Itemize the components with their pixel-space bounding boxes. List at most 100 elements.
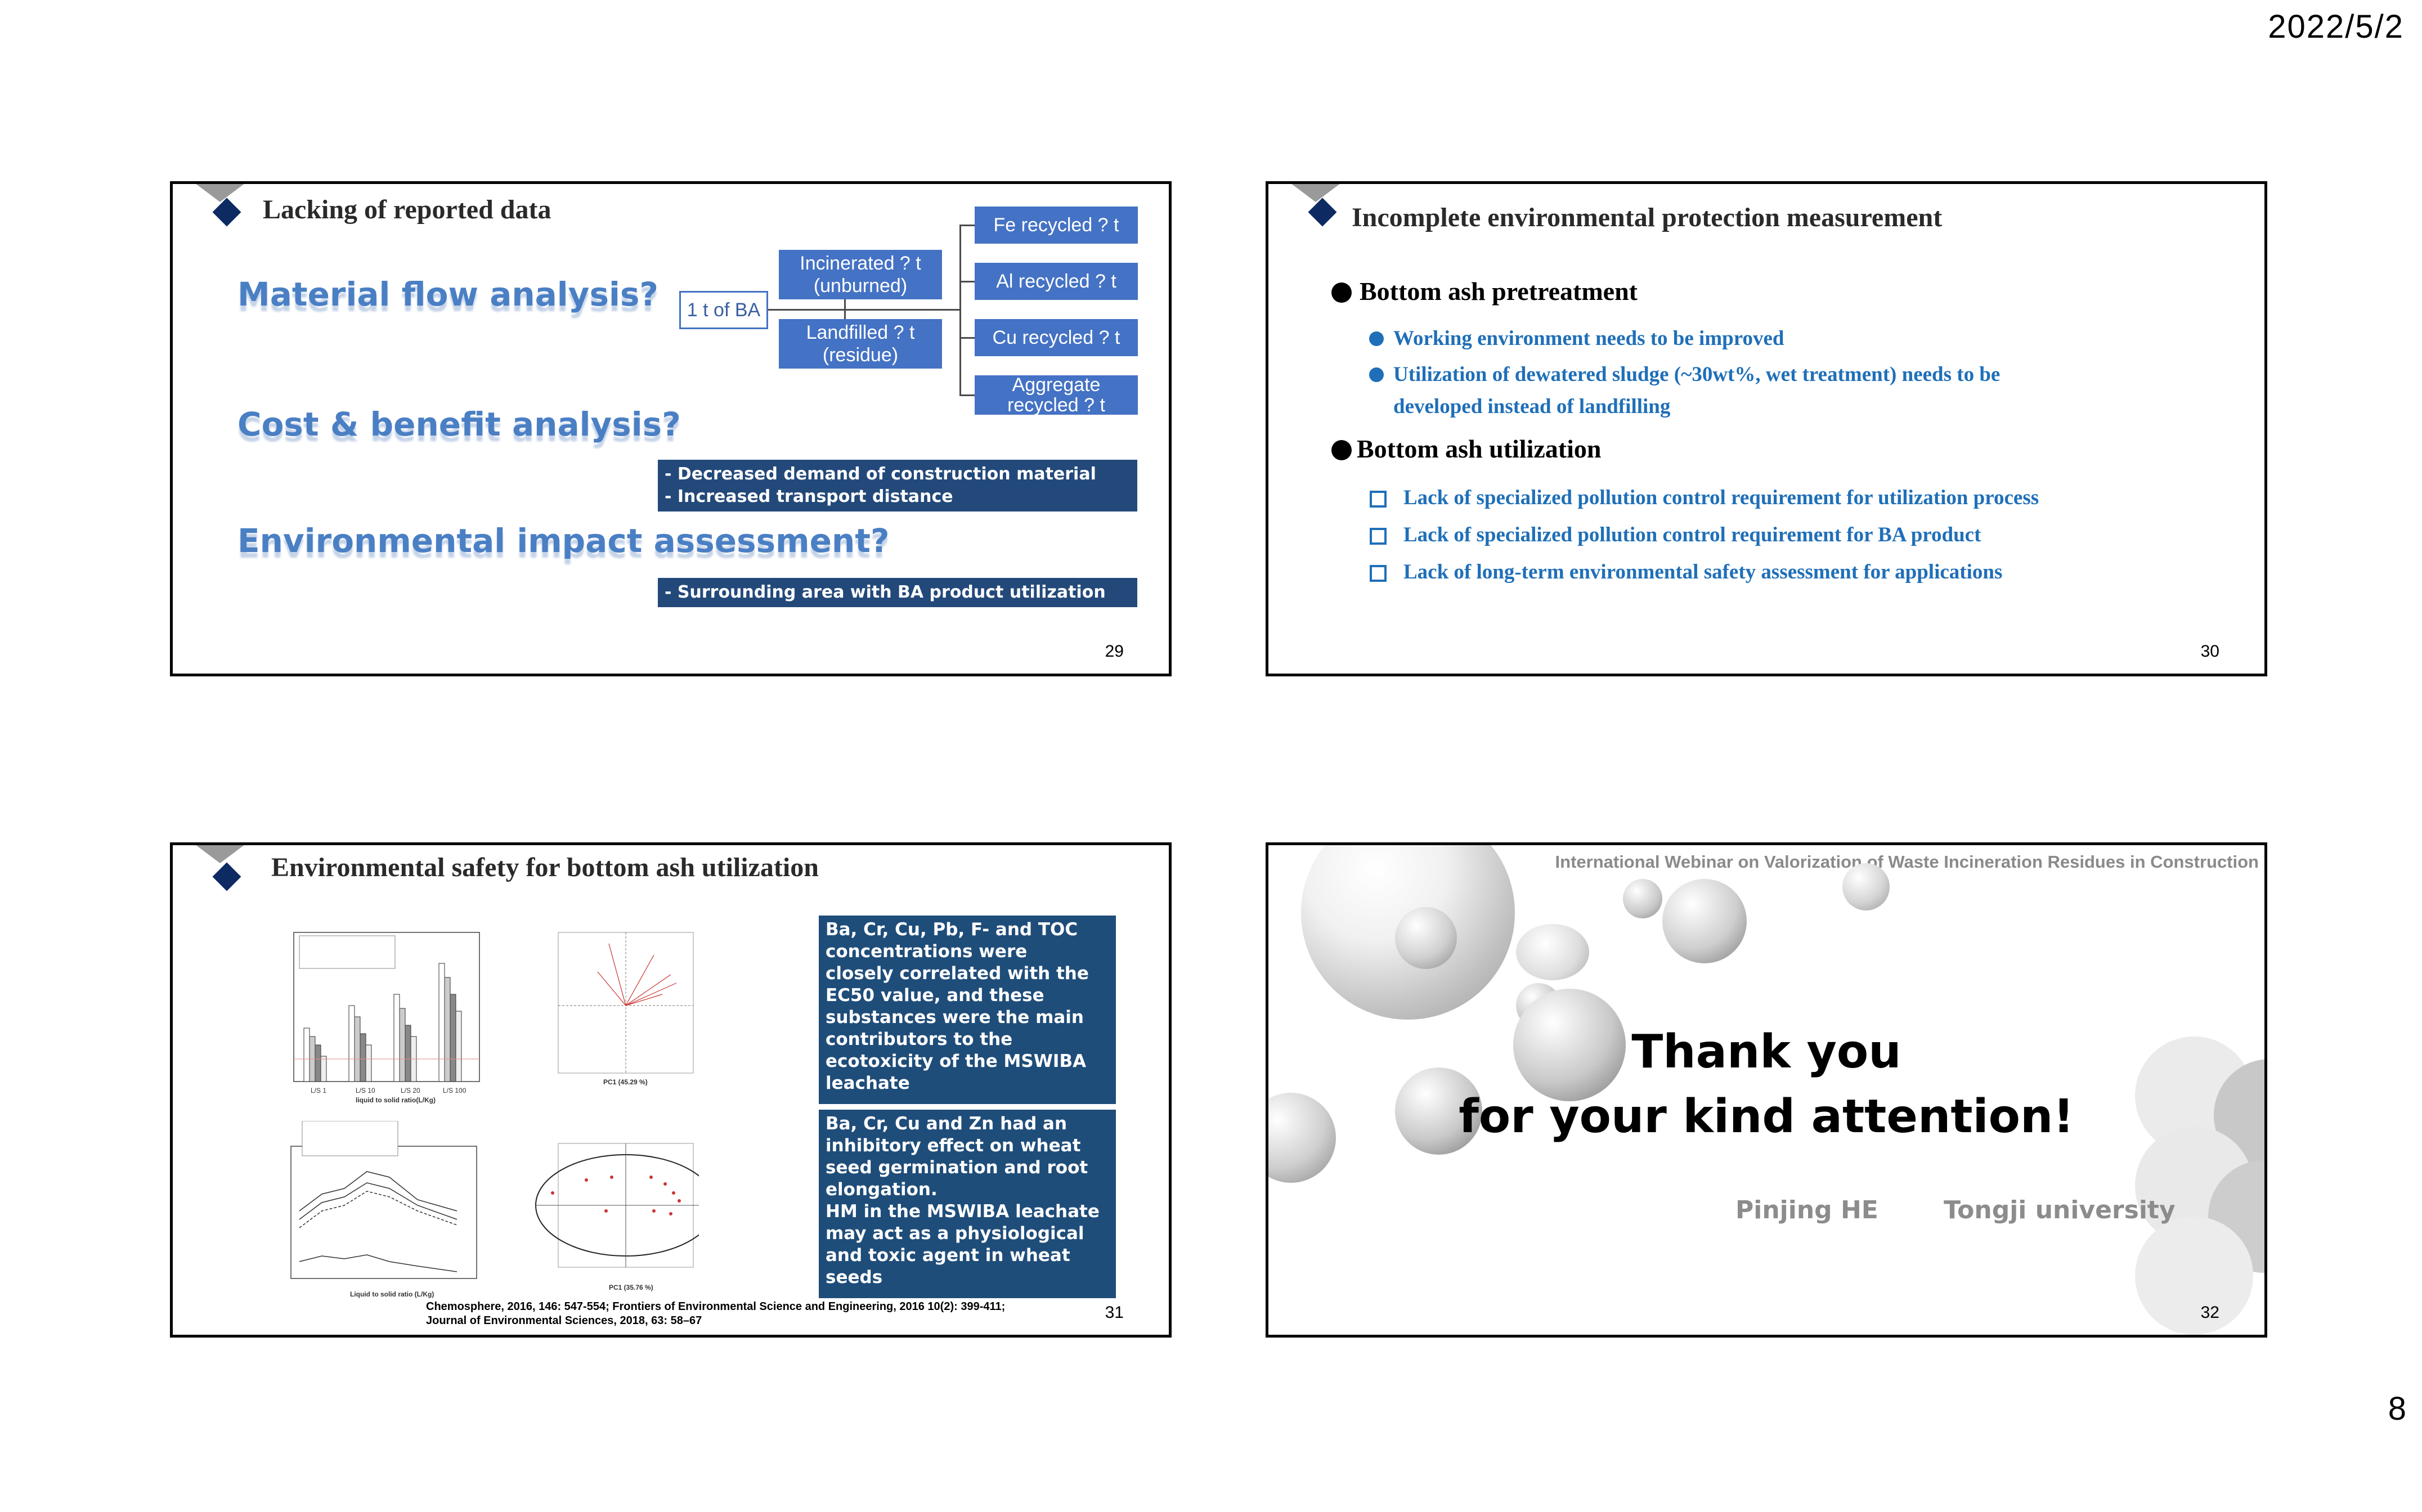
panel-line: leachate — [826, 1073, 910, 1093]
connector-line — [959, 225, 961, 395]
incinerated-label: Incinerated ? t — [800, 253, 921, 274]
reference-line: Journal of Environmental Sciences, 2018,… — [426, 1314, 702, 1327]
bullet-pretreatment: Bottom ash pretreatment — [1360, 277, 1638, 306]
connector-line — [959, 225, 975, 226]
presenter-university: Tongji university — [1944, 1196, 2176, 1224]
bullet-dot-icon — [1331, 440, 1352, 460]
panel-line: and toxic agent in wheat — [826, 1245, 1070, 1266]
panel-line: Ba, Cr, Cu and Zn had an — [826, 1114, 1068, 1134]
ecotoxicity-bar-chart: L/S 1 L/S 10 L/S 20 L/S 100 liquid to so… — [293, 932, 694, 1104]
sub-bullet-working-env: Working environment needs to be improved — [1393, 327, 1784, 350]
pearl-bubble-decoration — [1395, 1067, 1482, 1155]
connector-line — [959, 394, 975, 396]
line-x-axis-label: Liquid to solid ratio (L/Kg) — [350, 1290, 434, 1298]
slide-32[interactable]: International Webinar on Valorization of… — [1266, 842, 2267, 1338]
germination-line-chart: Liquid to solid ratio (L/Kg) PC1 (35.76 … — [290, 1121, 699, 1298]
slide-30[interactable]: Incomplete environmental protection meas… — [1266, 181, 2267, 676]
panel-line: contributors to the — [826, 1029, 1013, 1049]
panel-line: HM in the MSWIBA leachate — [826, 1201, 1100, 1222]
pearl-bubble-decoration — [1842, 863, 1890, 910]
connector-line — [768, 309, 961, 311]
slide-31[interactable]: Environmental safety for bottom ash util… — [170, 842, 1172, 1338]
title-triangle-decoration — [1289, 184, 1343, 202]
env-note-box: - Surrounding area with BA product utili… — [658, 578, 1137, 607]
panel-line: ecotoxicity of the MSWIBA — [826, 1051, 1087, 1071]
panel-line: seeds — [826, 1267, 883, 1287]
ecotoxicity-summary-panel: Ba, Cr, Cu, Pb, F- and TOC concentration… — [819, 916, 1116, 1104]
pca2-x-axis-label: PC1 (35.76 %) — [609, 1284, 653, 1291]
cu-box: Cu recycled ? t — [975, 319, 1138, 356]
panel-line: inhibitory effect on wheat — [826, 1136, 1081, 1156]
panel-line: concentrations were — [826, 941, 1028, 962]
panel-line: closely correlated with the — [826, 963, 1089, 984]
slide-title: Lacking of reported data — [263, 195, 551, 225]
landfilled-sublabel: (residue) — [822, 344, 899, 366]
title-diamond-icon — [212, 198, 241, 227]
panel-line: EC50 value, and these — [826, 985, 1044, 1006]
connector-line — [959, 337, 975, 339]
reference-line: Chemosphere, 2016, 146: 547-554; Frontie… — [426, 1300, 1006, 1313]
print-date: 2022/5/2 — [2268, 8, 2404, 45]
aggregate-box: Aggregate recycled ? t — [975, 375, 1138, 415]
landfilled-label: Landfilled ? t — [806, 322, 915, 343]
aggregate-sublabel: recycled ? t — [1007, 394, 1105, 416]
title-diamond-icon — [212, 862, 241, 891]
cost-notes-box: - Decreased demand of construction mater… — [658, 460, 1137, 512]
square-bullet-process: Lack of specialized pollution control re… — [1403, 486, 2039, 509]
presenter-name: Pinjing HE — [1735, 1196, 1878, 1224]
bar-category-label: L/S 100 — [443, 1087, 467, 1094]
incinerated-box: Incinerated ? t (unburned) — [779, 250, 942, 299]
bar-category-label: L/S 10 — [356, 1087, 375, 1094]
connector-line — [959, 281, 975, 282]
germination-summary-panel: Ba, Cr, Cu and Zn had an inhibitory effe… — [819, 1110, 1116, 1298]
bullet-utilization: Bottom ash utilization — [1357, 434, 1602, 463]
title-triangle-decoration — [193, 845, 247, 863]
pearl-bubble-decoration — [1623, 879, 1662, 918]
slide-number: 30 — [2200, 642, 2219, 661]
panel-line: elongation. — [826, 1179, 938, 1200]
slide-number: 32 — [2200, 1303, 2219, 1322]
webinar-banner: International Webinar on Valorization of… — [1555, 852, 2259, 872]
bar-chart-bars — [303, 963, 462, 1082]
cost-benefit-heading: Cost & benefit analysis? — [237, 405, 681, 443]
slide-number: 31 — [1105, 1303, 1124, 1322]
sub-bullet-sludge-cont: developed instead of landfilling — [1393, 395, 1671, 418]
thank-you-line1: Thank you — [1631, 1025, 1901, 1079]
panel-line: Ba, Cr, Cu, Pb, F- and TOC — [826, 919, 1078, 940]
aggregate-label: Aggregate — [1012, 374, 1101, 396]
gray-circle-decoration — [2135, 1217, 2253, 1335]
bar-category-label: L/S 1 — [311, 1087, 326, 1094]
material-flow-heading: Material flow analysis? — [237, 275, 659, 313]
al-label: Al recycled ? t — [996, 271, 1116, 292]
pearl-bubble-decoration — [1513, 989, 1626, 1101]
connector-line — [844, 299, 846, 319]
pearl-bubble-decoration — [1516, 924, 1589, 980]
root-box-label: 1 t of BA — [687, 299, 761, 321]
env-note: - Surrounding area with BA product utili… — [665, 582, 1106, 602]
fe-label: Fe recycled ? t — [993, 214, 1119, 236]
cu-label: Cu recycled ? t — [992, 327, 1120, 348]
square-bullet-icon — [1370, 528, 1387, 545]
bullet-dot-icon — [1331, 282, 1352, 303]
al-box: Al recycled ? t — [975, 263, 1138, 300]
slide-title: Environmental safety for bottom ash util… — [271, 853, 819, 882]
landfilled-box: Landfilled ? t (residue) — [779, 319, 942, 369]
pearl-bubble-decoration — [1395, 907, 1457, 969]
references: Chemosphere, 2016, 146: 547-554; Frontie… — [426, 1300, 1005, 1328]
square-bullet-product: Lack of specialized pollution control re… — [1403, 523, 1981, 546]
bar-x-axis-label: liquid to solid ratio(L/Kg) — [356, 1096, 436, 1104]
sub-bullet-icon — [1369, 331, 1384, 346]
root-box: 1 t of BA — [679, 291, 768, 329]
slide-title: Incomplete environmental protection meas… — [1352, 203, 1943, 232]
bar-category-label: L/S 20 — [401, 1087, 420, 1094]
slide-29[interactable]: Lacking of reported data Material flow a… — [170, 181, 1172, 676]
slide-number: 29 — [1105, 642, 1124, 661]
page-number: 8 — [2388, 1390, 2406, 1427]
thank-you-line2: for your kind attention! — [1459, 1090, 2074, 1143]
sub-bullet-icon — [1369, 367, 1384, 382]
cost-note: - Increased transport distance — [665, 487, 953, 506]
square-bullet-icon — [1370, 565, 1387, 582]
square-bullet-icon — [1370, 491, 1387, 508]
sub-bullet-sludge: Utilization of dewatered sludge (~30wt%,… — [1393, 363, 2001, 386]
incinerated-sublabel: (unburned) — [813, 275, 908, 297]
